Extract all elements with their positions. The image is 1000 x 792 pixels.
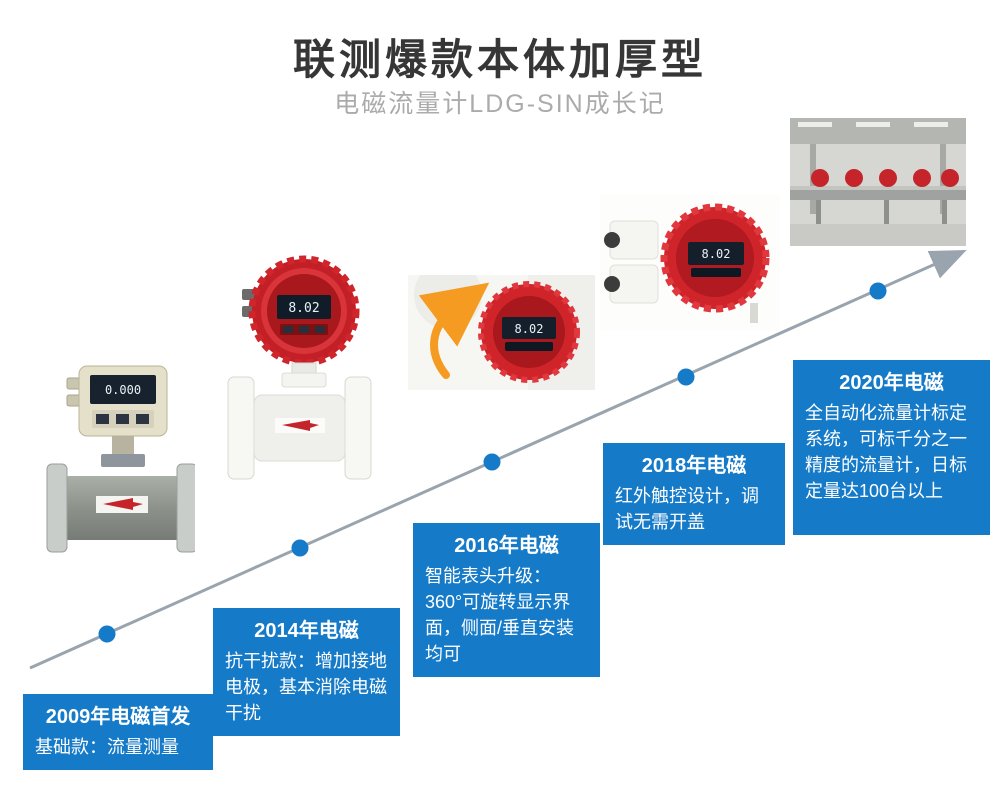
milestone-2014-title: 2014年电磁 [254, 620, 359, 642]
milestone-2018-title: 2018年电磁 [641, 455, 747, 477]
milestone-2020: 2020年电磁 全自动化流量计标定系统，可标千分之一精度的流量计，日标定量达10… [793, 360, 990, 535]
timeline-dot-2014 [291, 539, 309, 557]
lcd-value-2018: 8.02 [702, 247, 731, 261]
photo-2018-scene: 8.02 [600, 195, 780, 330]
photo-2018-infrared-display: 8.02 [600, 195, 780, 330]
milestone-2020-body: 全自动化流量计标定系统，可标千分之一精度的流量计，日标定量达100台以上 [805, 403, 967, 502]
milestone-2009: 2009年电磁首发 基础款：流量测量 [23, 694, 213, 771]
page-title: 联测爆款本体加厚型 [292, 36, 707, 83]
milestone-2018-body: 红外触控设计，调试无需开盖 [615, 486, 759, 533]
milestone-2018: 2018年电磁 红外触控设计，调试无需开盖 [603, 443, 785, 546]
milestone-2016-body: 智能表头升级：360°可旋转显示界面，侧面/垂直安装均可 [425, 566, 575, 665]
photo-2016-scene: 8.02 [408, 275, 595, 390]
lcd-value-2014: 8.02 [288, 301, 319, 316]
milestone-2014: 2014年电磁 抗干扰款：增加接地电极，基本消除电磁干扰 [213, 608, 400, 737]
timeline-dot-2016 [483, 453, 501, 471]
rotation-arrow-icon [418, 282, 490, 379]
photo-2016-rotating-display: 8.02 [408, 275, 595, 390]
milestone-2014-body: 抗干扰款：增加接地电极，基本消除电磁干扰 [225, 651, 387, 724]
flow-arrow-icon [103, 498, 143, 510]
milestone-2016: 2016年电磁 智能表头升级：360°可旋转显示界面，侧面/垂直安装均可 [413, 523, 600, 678]
flowmeter-2014-image: 8.02 [227, 255, 372, 480]
milestone-2009-body: 基础款：流量测量 [35, 737, 179, 757]
photo-2020-calibration-factory [790, 118, 966, 246]
milestone-2009-title: 2009年电磁首发 [45, 706, 191, 728]
timeline-dot-2009 [98, 625, 116, 643]
timeline-dot-2018 [677, 368, 695, 386]
timeline-dot-2020 [869, 282, 887, 300]
lcd-value-2009: 0.000 [105, 383, 141, 397]
flow-arrow-icon [282, 420, 319, 431]
photo-2020-scene [790, 118, 966, 246]
lcd-value-2016: 8.02 [515, 322, 544, 336]
flowmeter-2009-image: 0.000 [46, 365, 195, 553]
page-subtitle: 电磁流量计LDG-SIN成长记 [334, 90, 666, 118]
milestone-2020-title: 2020年电磁 [839, 372, 944, 394]
milestone-2016-title: 2016年电磁 [454, 535, 559, 557]
